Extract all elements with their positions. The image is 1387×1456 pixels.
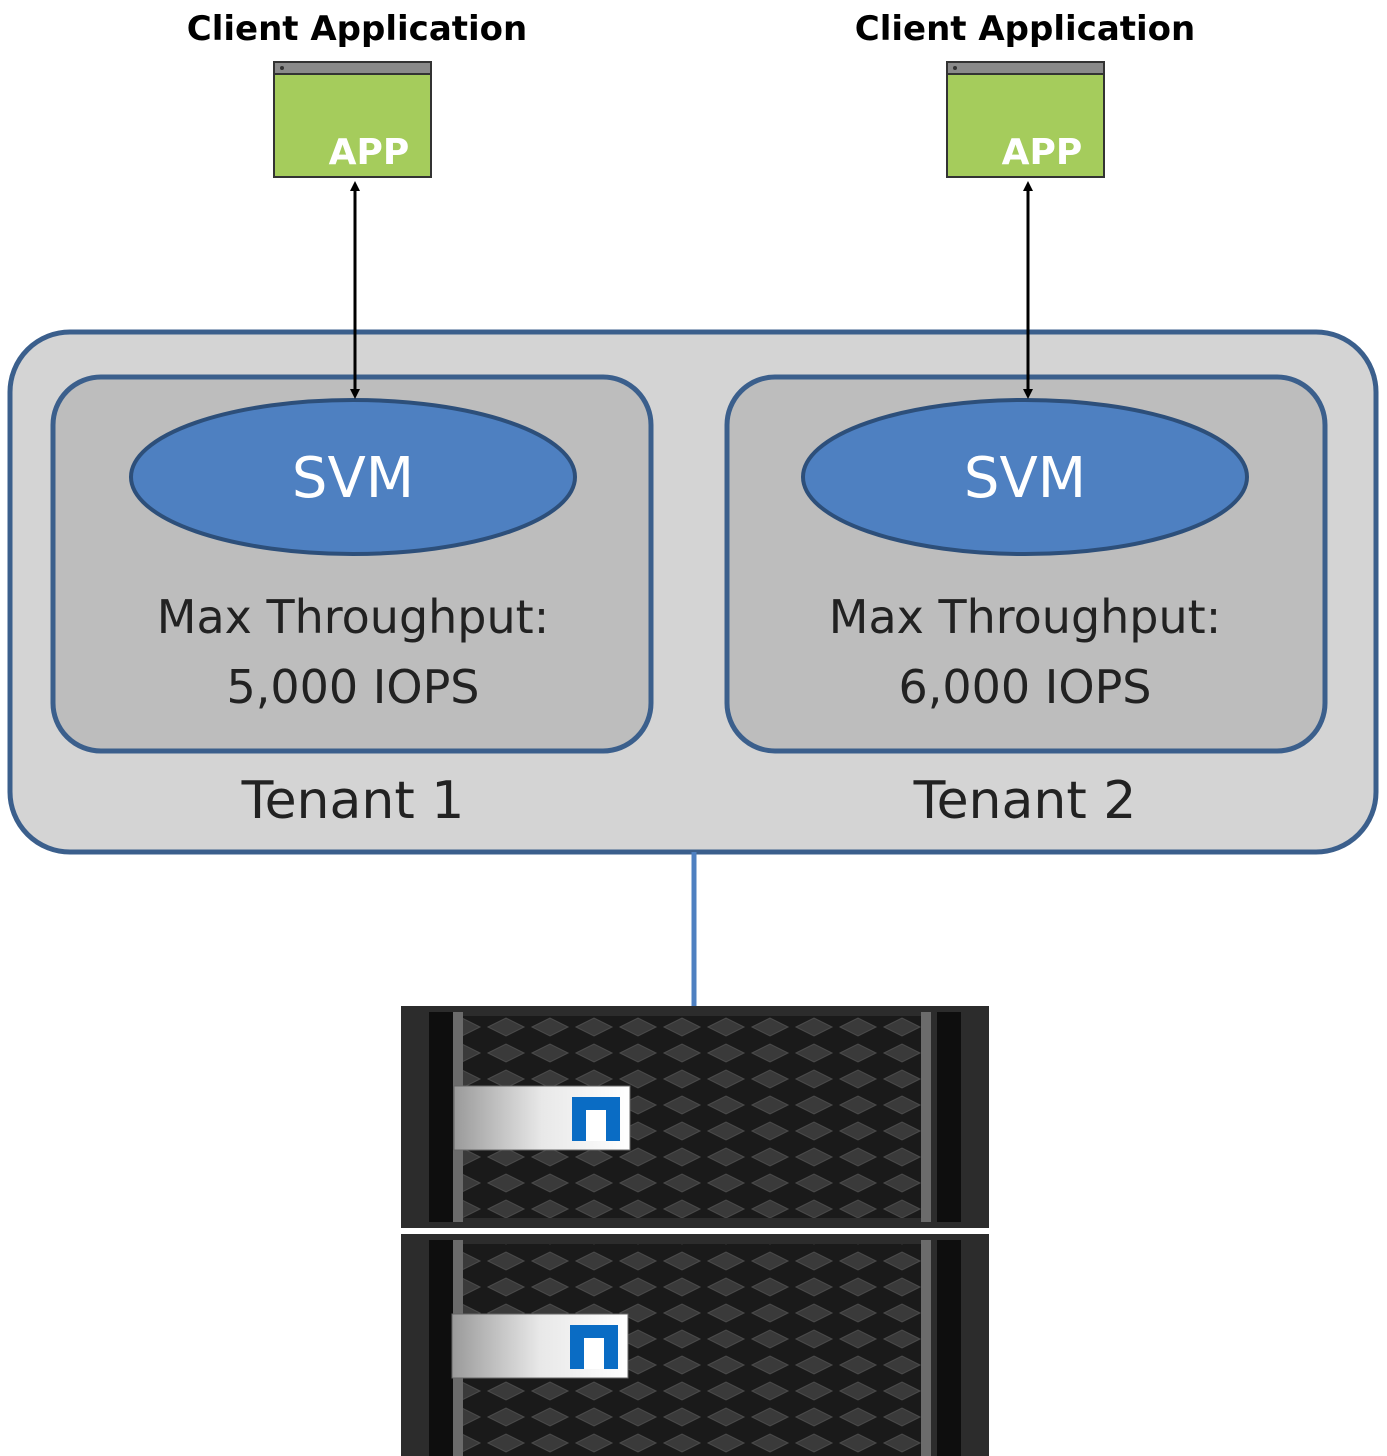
client-application-title: Client Application [855, 9, 1195, 49]
svm-label: SVM [964, 446, 1086, 511]
client-application-2: Client Application APP [855, 9, 1195, 178]
netapp-logo-icon [572, 1097, 620, 1141]
throughput-value: 5,000 IOPS [226, 660, 479, 714]
svm-ellipse [129, 398, 577, 556]
app-label: APP [329, 132, 410, 173]
tenant-2: SVM Max Throughput: 6,000 IOPS Tenant 2 [724, 374, 1328, 831]
throughput-label: Max Throughput: [829, 590, 1221, 644]
tenant-name: Tenant 1 [241, 771, 465, 831]
svm-label: SVM [292, 446, 414, 511]
svm-ellipse [801, 398, 1249, 556]
tenant-1: SVM Max Throughput: 5,000 IOPS Tenant 1 [50, 374, 654, 831]
storage-controller-2 [401, 1234, 989, 1456]
netapp-logo-icon [570, 1325, 618, 1369]
throughput-value: 6,000 IOPS [898, 660, 1151, 714]
throughput-label: Max Throughput: [157, 590, 549, 644]
app-label: APP [1002, 132, 1083, 173]
client-application-1: Client Application APP [187, 9, 527, 178]
storage-controller-1 [401, 1006, 989, 1228]
tenant-name: Tenant 2 [913, 771, 1137, 831]
client-application-title: Client Application [187, 9, 527, 49]
app-window-icon [273, 61, 432, 178]
app-window-icon [946, 61, 1105, 178]
